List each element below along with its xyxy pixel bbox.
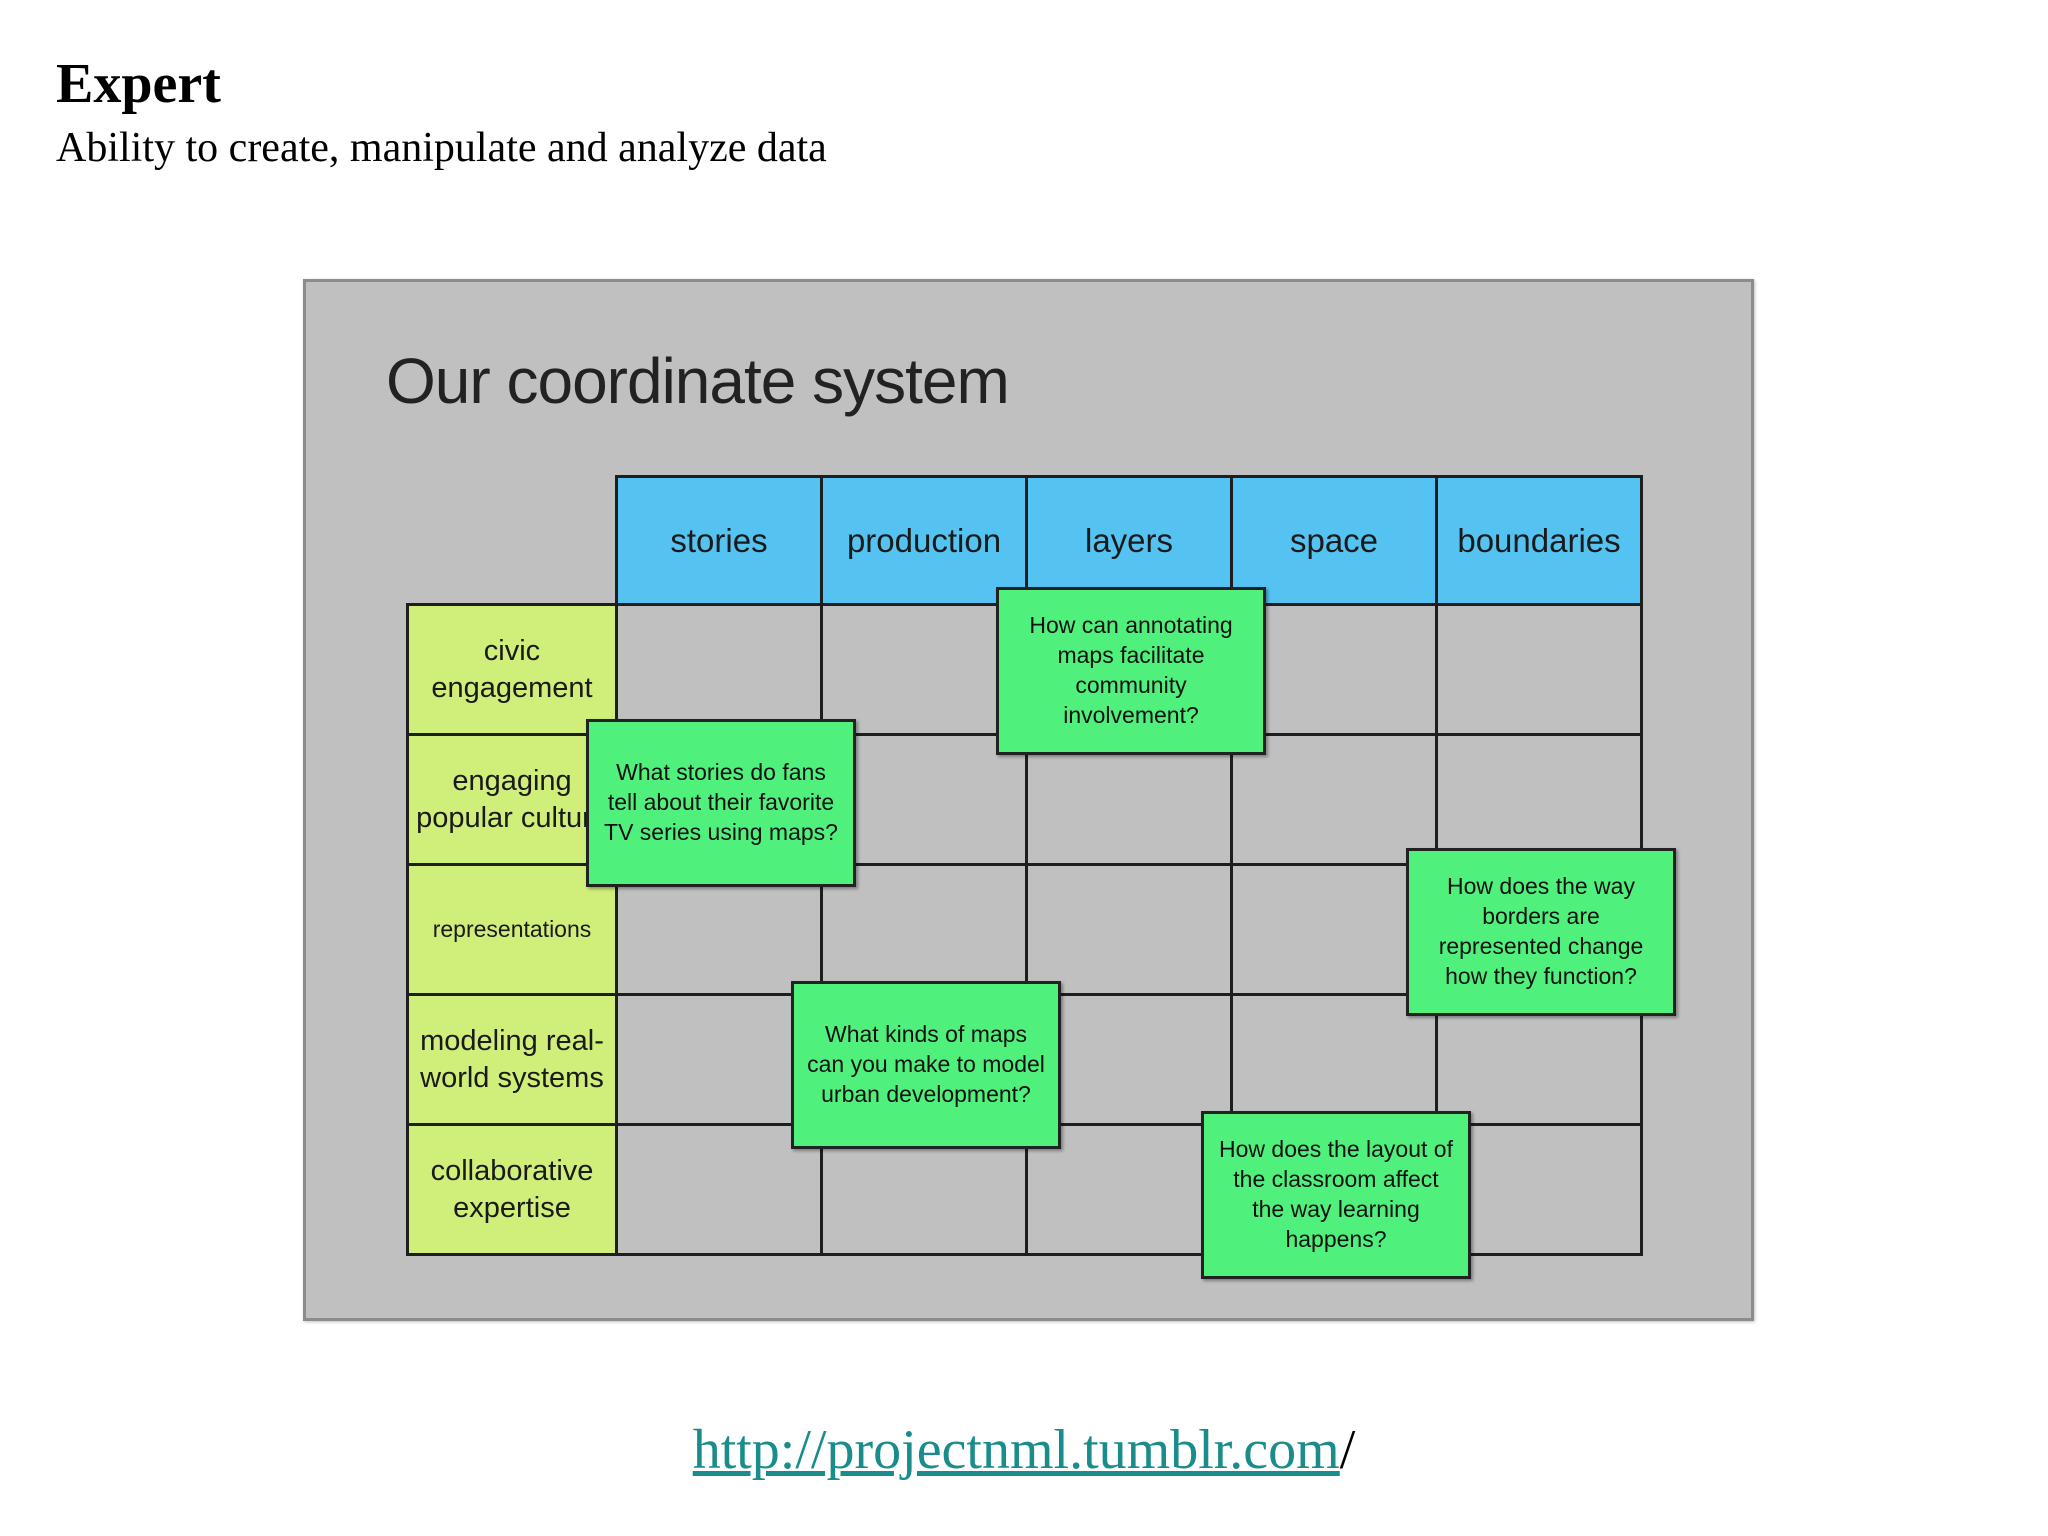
note-urban-development: What kinds of maps can you make to model… bbox=[791, 981, 1061, 1149]
projectnml-link[interactable]: http://projectnml.tumblr.com bbox=[692, 1419, 1340, 1481]
column-header-production: production bbox=[820, 475, 1028, 606]
page-subtitle: Ability to create, manipulate and analyz… bbox=[56, 125, 827, 171]
slide-title: Our coordinate system bbox=[386, 345, 1010, 417]
grid-cell bbox=[615, 1123, 823, 1256]
link-trailing-slash: / bbox=[1339, 1419, 1356, 1481]
grid-cell bbox=[1435, 603, 1643, 736]
row-header-engaging-popular-culture: engaging popular culture bbox=[406, 733, 618, 866]
grid-cell bbox=[1230, 863, 1438, 996]
row-header-civic-engagement: civic engagement bbox=[406, 603, 618, 736]
note-annotating-maps: How can annotating maps facilitate commu… bbox=[996, 587, 1266, 755]
coordinate-system-slide: Our coordinate system stories production… bbox=[303, 279, 1754, 1321]
grid-cell bbox=[1435, 733, 1643, 866]
grid-cell bbox=[1230, 733, 1438, 866]
row-header-collaborative-expertise: collaborative expertise bbox=[406, 1123, 618, 1256]
grid-cell bbox=[615, 603, 823, 736]
column-header-stories: stories bbox=[615, 475, 823, 606]
page-title: Expert bbox=[56, 53, 221, 115]
row-header-representations: representations bbox=[406, 863, 618, 996]
grid-cell bbox=[615, 993, 823, 1126]
footer-link-line: http://projectnml.tumblr.com/ bbox=[0, 1418, 2048, 1482]
note-fan-stories: What stories do fans tell about their fa… bbox=[586, 719, 856, 887]
grid-cell bbox=[1025, 863, 1233, 996]
note-borders: How does the way borders are represented… bbox=[1406, 848, 1676, 1016]
row-header-modeling-real-world-systems: modeling real-world systems bbox=[406, 993, 618, 1126]
column-header-boundaries: boundaries bbox=[1435, 475, 1643, 606]
note-classroom-layout: How does the layout of the classroom aff… bbox=[1201, 1111, 1471, 1279]
